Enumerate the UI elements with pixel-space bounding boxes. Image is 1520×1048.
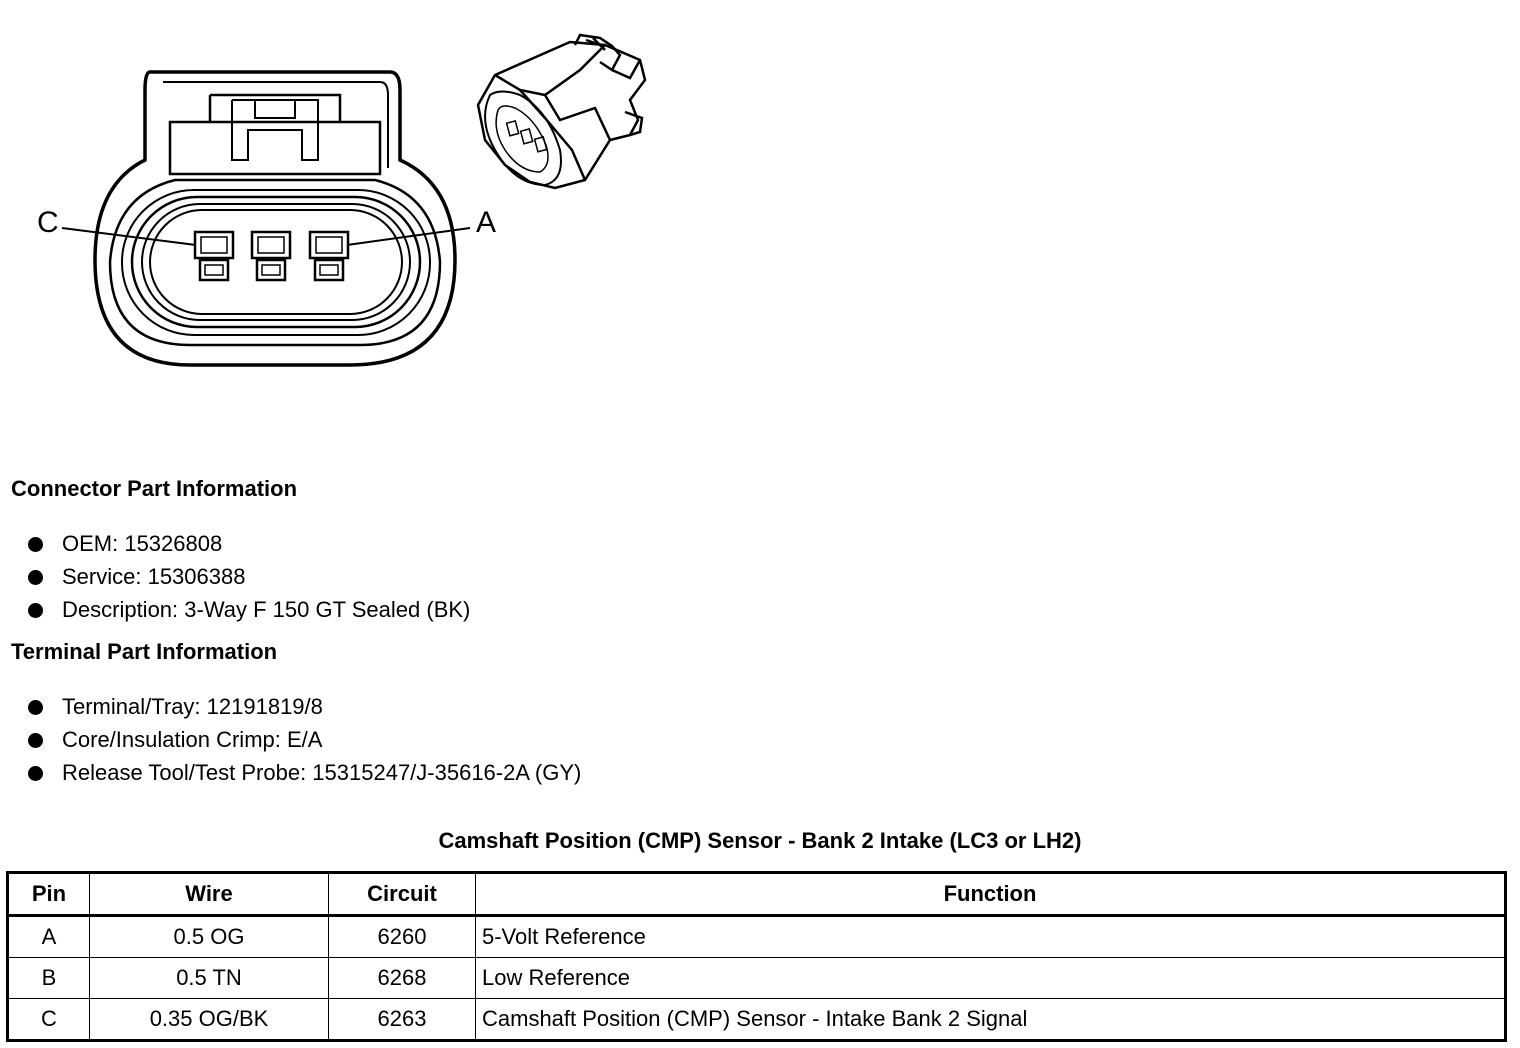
function-cell: 5-Volt Reference: [475, 915, 1506, 958]
connector-info-title: Connector Part Information: [11, 476, 298, 501]
pin-a-label: A: [476, 206, 497, 239]
table-row: C 0.35 OG/BK 6263 Camshaft Position (CMP…: [7, 998, 1506, 1041]
pin-cell: B: [7, 957, 90, 999]
pin-c-label: C: [37, 206, 59, 239]
list-item: Release Tool/Test Probe: 15315247/J-3561…: [28, 756, 581, 789]
list-item-text: Core/Insulation Crimp: E/A: [62, 727, 323, 752]
bullet-icon: [28, 570, 43, 585]
table-row: A 0.5 OG 6260 5-Volt Reference: [7, 915, 1506, 958]
circuit-cell: 6263: [328, 998, 476, 1041]
pin-cell: C: [7, 998, 90, 1041]
list-item-text: Release Tool/Test Probe: 15315247/J-3561…: [62, 760, 582, 785]
list-item-text: Service: 15306388: [62, 564, 246, 589]
wire-cell: 0.5 TN: [89, 957, 329, 999]
column-header-pin: Pin: [7, 872, 90, 917]
wire-cell: 0.5 OG: [89, 915, 329, 958]
connector-face-drawing: [61, 33, 647, 367]
list-item: Description: 3-Way F 150 GT Sealed (BK): [28, 593, 470, 626]
bullet-icon: [28, 700, 43, 715]
terminal-info-title: Terminal Part Information: [11, 639, 278, 664]
wire-cell: 0.35 OG/BK: [89, 998, 329, 1041]
function-cell: Low Reference: [475, 957, 1506, 999]
list-item: OEM: 15326808: [28, 527, 470, 560]
list-item: Core/Insulation Crimp: E/A: [28, 723, 581, 756]
connector-3d-view: [476, 33, 647, 190]
pinout-table: Pin Wire Circuit Function A 0.5 OG 6260 …: [6, 871, 1507, 1042]
terminal-info-list: Terminal/Tray: 12191819/8 Core/Insulatio…: [28, 690, 581, 789]
bullet-icon: [28, 537, 43, 552]
bullet-icon: [28, 603, 43, 618]
list-item-text: Description: 3-Way F 150 GT Sealed (BK): [62, 597, 471, 622]
list-item-text: OEM: 15326808: [62, 531, 223, 556]
circuit-cell: 6268: [328, 957, 476, 999]
column-header-circuit: Circuit: [328, 872, 476, 917]
table-title: Camshaft Position (CMP) Sensor - Bank 2 …: [438, 828, 1082, 853]
list-item: Terminal/Tray: 12191819/8: [28, 690, 581, 723]
function-cell: Camshaft Position (CMP) Sensor - Intake …: [475, 998, 1506, 1041]
table-header-row: Pin Wire Circuit Function: [7, 872, 1506, 917]
list-item: Service: 15306388: [28, 560, 470, 593]
list-item-text: Terminal/Tray: 12191819/8: [62, 694, 323, 719]
column-header-wire: Wire: [89, 872, 329, 917]
bullet-icon: [28, 733, 43, 748]
circuit-cell: 6260: [328, 915, 476, 958]
table-row: B 0.5 TN 6268 Low Reference: [7, 957, 1506, 999]
connector-diagram: C A: [0, 0, 700, 400]
connector-info-list: OEM: 15326808 Service: 15306388 Descript…: [28, 527, 470, 626]
bullet-icon: [28, 766, 43, 781]
column-header-function: Function: [475, 872, 1506, 917]
pin-cell: A: [7, 915, 90, 958]
